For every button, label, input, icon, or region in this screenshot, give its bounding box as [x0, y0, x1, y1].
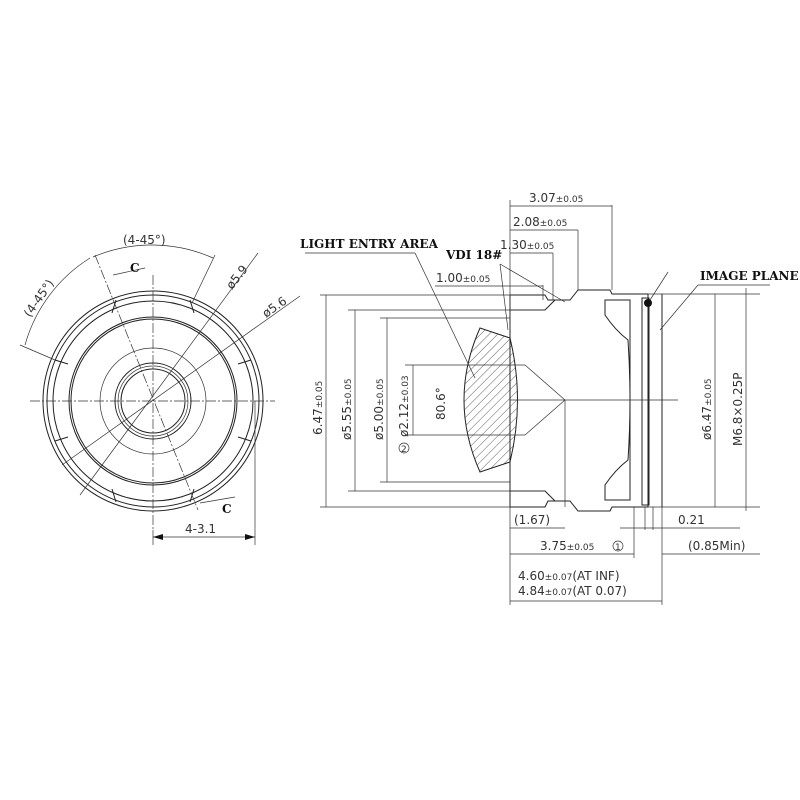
diameter-inner: ø5.6 — [260, 294, 290, 321]
dim-ttl-near: 4.84±0.07(AT 0.07) — [518, 584, 627, 598]
dim-overall-diameter: 6.47±0.05 — [311, 381, 325, 435]
dim-thread-diameter: ø6.47±0.05 — [700, 378, 714, 440]
dim-307: 3.07±0.05 — [529, 191, 583, 205]
image-plane-label: IMAGE PLANE — [700, 269, 799, 283]
slot-width: 4-3.1 — [185, 522, 216, 536]
dim-diameter-500: ø5.00±0.05 — [372, 378, 386, 440]
section-mark-top: C — [130, 261, 140, 275]
dim-ref-167: (1.67) — [514, 513, 550, 527]
dim-thread: M6.8×0.25P — [731, 373, 745, 446]
vdi-label: VDI 18# — [445, 248, 502, 262]
section-mark-bottom: C — [222, 502, 232, 516]
dim-diameter-212: ø2.12±0.03 — [397, 375, 411, 437]
dim-208: 2.08±0.05 — [513, 215, 567, 229]
datum-2: 2 — [401, 445, 407, 455]
angle-left: (4-45°) — [21, 277, 57, 320]
datum-1: 1 — [615, 543, 621, 553]
dim-length: 3.75±0.05 — [540, 539, 594, 553]
dim-130: 1.30±0.05 — [500, 238, 554, 252]
dim-100: 1.00±0.05 — [436, 271, 490, 285]
side-view: 6.47±0.05 ø5.55±0.05 ø5.00±0.05 ø2.12±0.… — [300, 191, 799, 605]
dim-glass: 0.21 — [678, 513, 705, 527]
dim-diameter-555: ø5.55±0.05 — [340, 378, 354, 440]
diameter-outer: ø5.9 — [223, 262, 250, 291]
dim-ttl-inf: 4.60±0.07(AT INF) — [518, 569, 620, 583]
front-view: (4-45°) (4-45°) C C ø5.9 ø5.6 4-3.1 — [19, 233, 301, 545]
dim-min-clearance: (0.85Min) — [688, 539, 745, 553]
field-angle: 80.6° — [434, 387, 448, 420]
angle-top: (4-45°) — [123, 233, 166, 247]
light-entry-area-label: LIGHT ENTRY AREA — [300, 237, 439, 251]
